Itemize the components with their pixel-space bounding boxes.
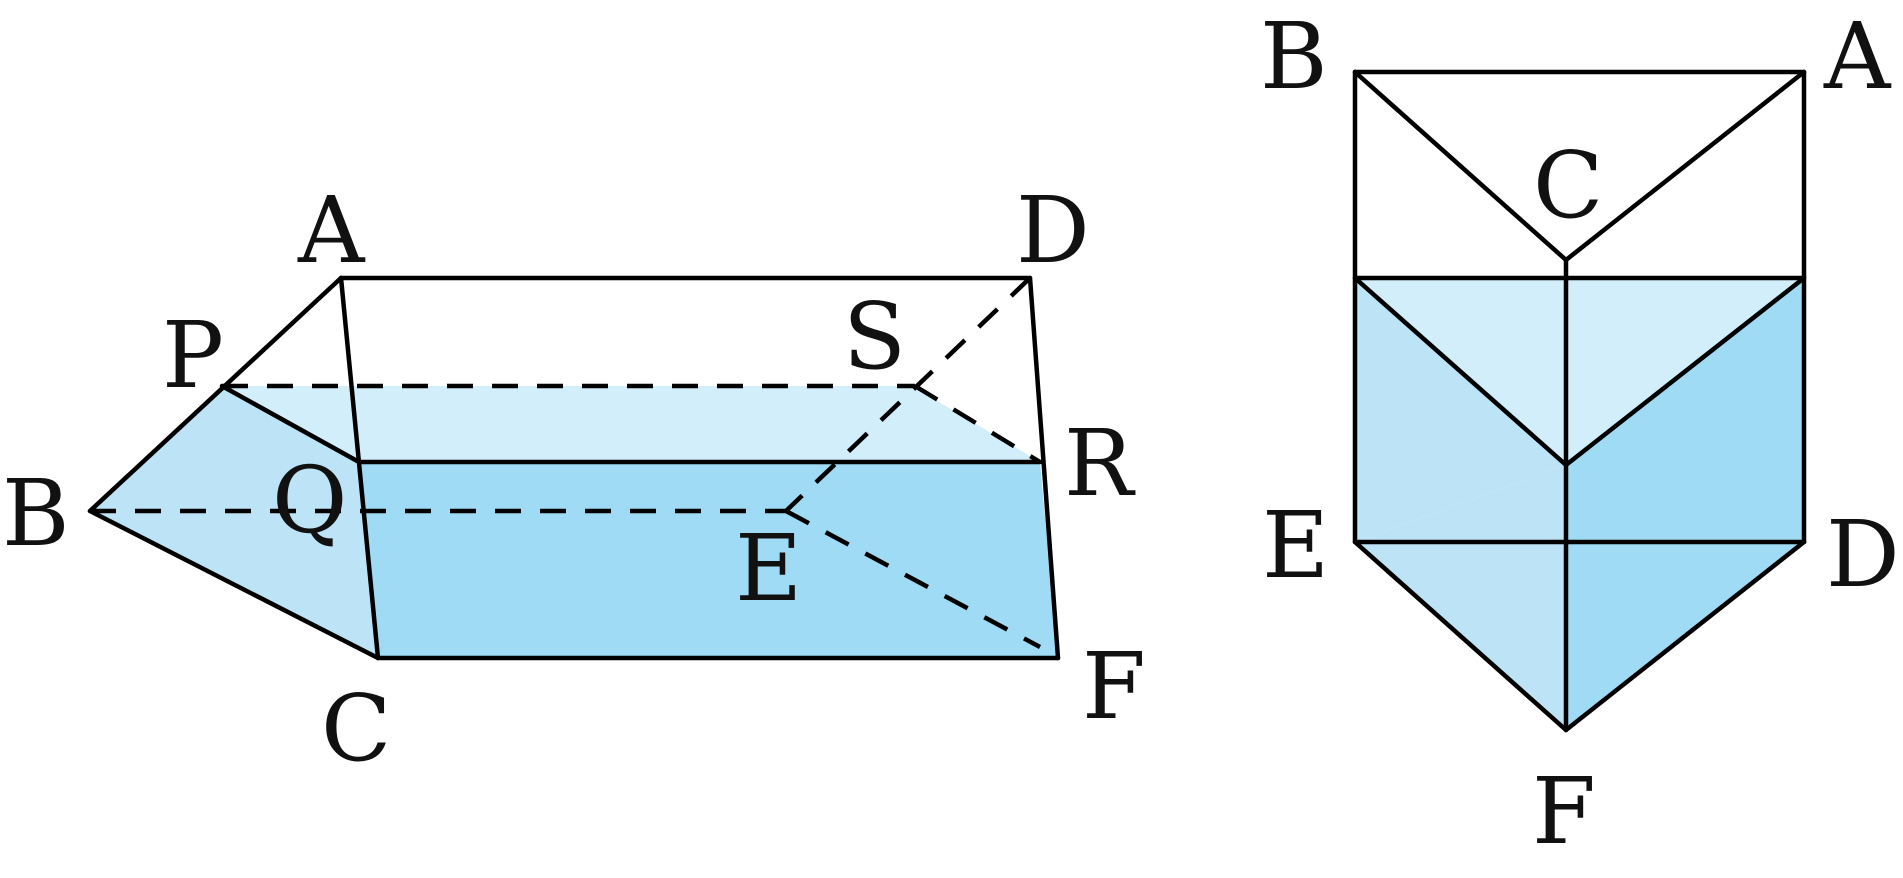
water-top-surface (222, 386, 1040, 462)
water-upper-left-lower (1355, 465, 1566, 542)
rv-water-left-diagonal (1352, 275, 1569, 468)
label-A: A (297, 177, 366, 284)
hidden-edge-DE (784, 276, 1032, 513)
water-left-face (90, 386, 378, 658)
label-Q: Q (272, 447, 347, 554)
water-front-face (359, 462, 1058, 658)
left-prism-figure: A D P S B Q R E C F (2, 177, 1146, 782)
hidden-edge-EF (784, 509, 1042, 649)
rv-label-C: C (1533, 132, 1603, 239)
rv-water-right-diagonal (1563, 275, 1807, 468)
right-view-figure: B A C E D F (1260, 3, 1900, 865)
label-P: P (162, 302, 224, 409)
rv-BC-diagonal (1352, 69, 1569, 263)
rv-AC-diagonal (1563, 69, 1807, 263)
hidden-edge-SR (913, 384, 1042, 464)
rv-label-E: E (1262, 492, 1329, 599)
edge-BC (87, 508, 381, 661)
rv-label-D: D (1826, 501, 1900, 608)
label-B: B (2, 460, 70, 567)
rv-DF-edge (1563, 539, 1807, 733)
water-upper-right-triangle (1566, 278, 1804, 542)
edge-PQ (219, 383, 362, 465)
label-R: R (1064, 410, 1136, 517)
rv-label-B: B (1260, 3, 1328, 110)
water-upper-center-top (1355, 278, 1804, 465)
rv-label-A: A (1823, 3, 1892, 110)
rv-label-F: F (1532, 758, 1596, 865)
label-C: C (321, 675, 391, 782)
label-S: S (843, 283, 906, 390)
edge-AC (338, 275, 381, 661)
edge-DF (1027, 275, 1061, 661)
label-D: D (1016, 177, 1090, 284)
label-F: F (1082, 633, 1146, 740)
rv-EF-edge (1352, 539, 1569, 733)
label-E: E (735, 515, 802, 622)
water-upper-left-triangle (1355, 278, 1566, 542)
edge-AB (87, 275, 344, 514)
